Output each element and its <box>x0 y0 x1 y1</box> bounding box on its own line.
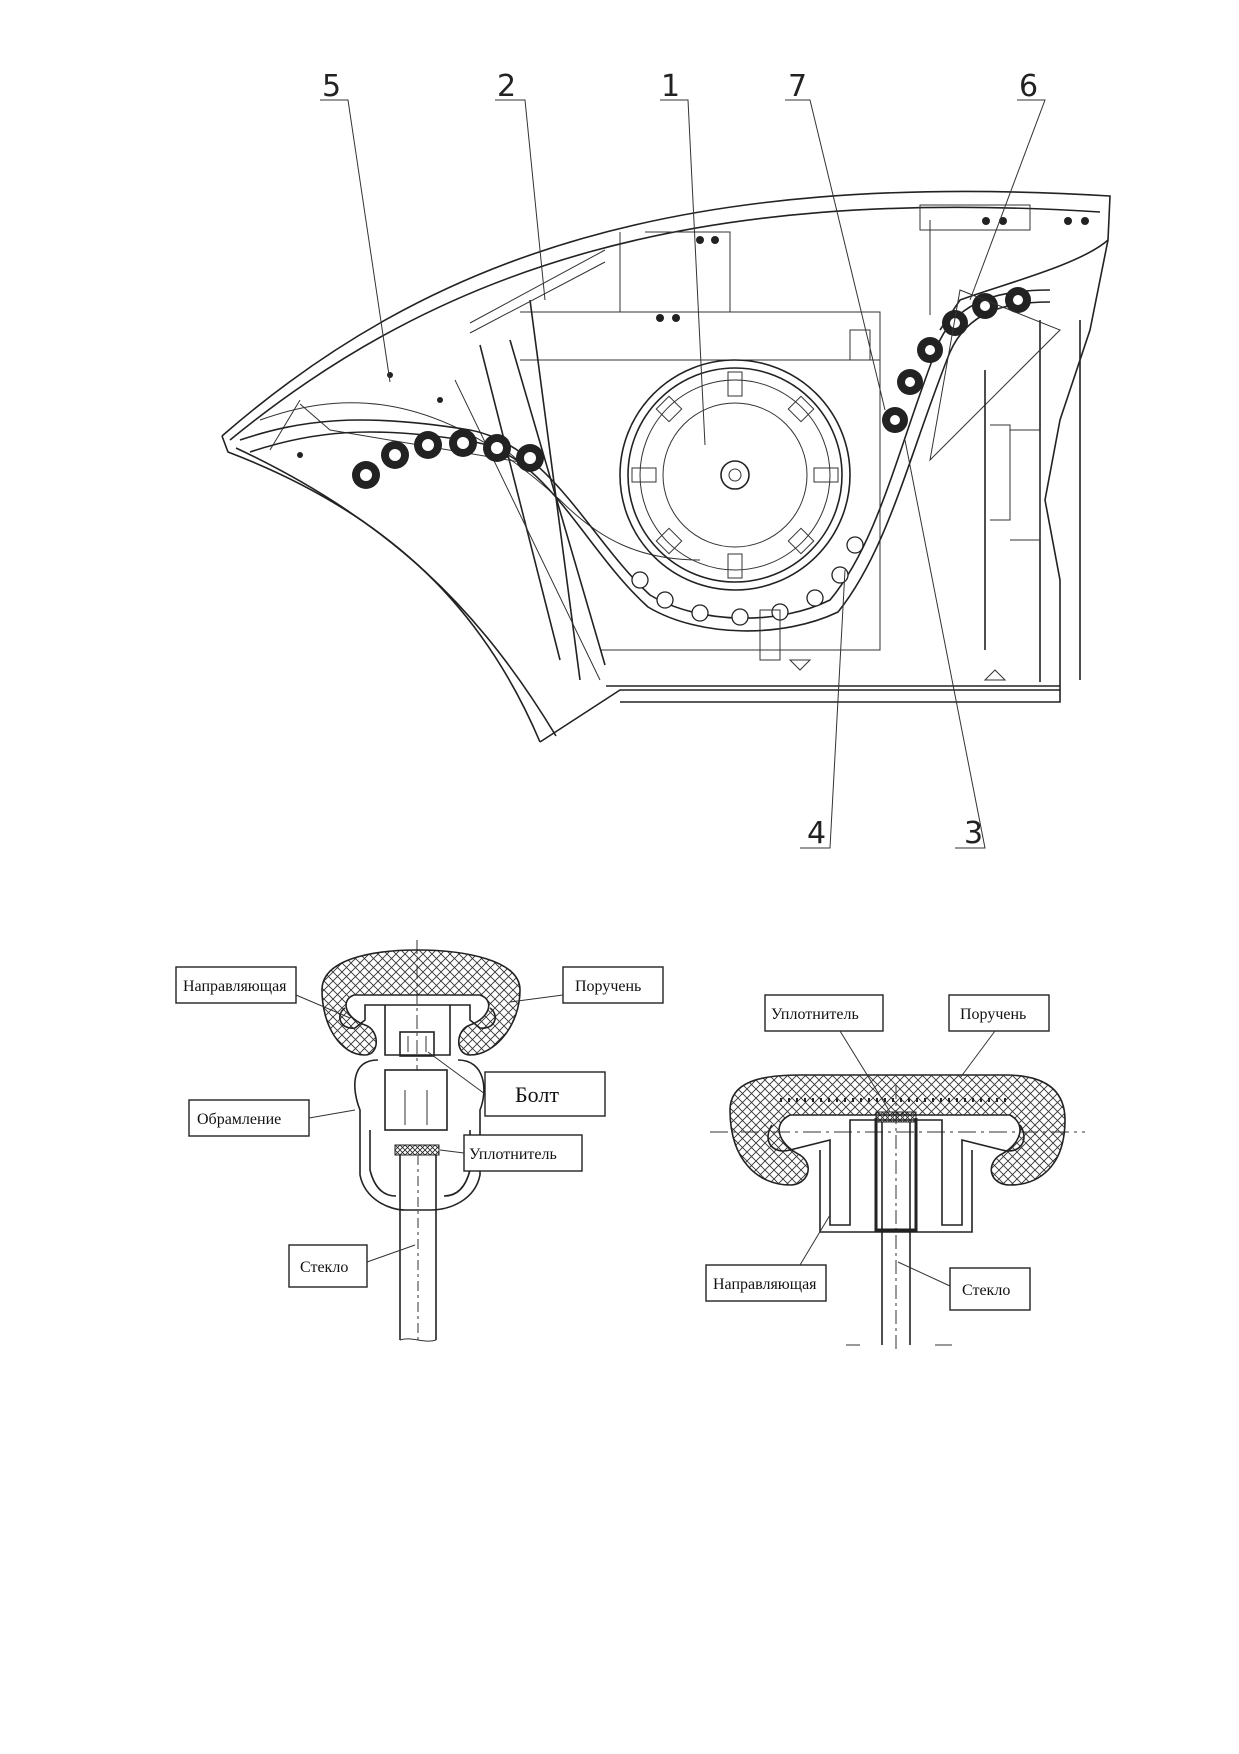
svg-text:3: 3 <box>964 816 983 851</box>
drive-wheel <box>619 359 851 591</box>
label-guide: Направляющая <box>175 966 351 1019</box>
svg-text:Стекло: Стекло <box>962 1282 1010 1299</box>
callout-6: 6 <box>969 69 1046 301</box>
label-seal: Уплотнитель <box>439 1134 583 1172</box>
callout-7: 7 <box>785 69 886 411</box>
label-frame: Обрамление <box>188 1099 356 1137</box>
svg-text:Поручень: Поручень <box>575 978 641 995</box>
svg-text:Направляющая: Направляющая <box>713 1276 817 1293</box>
label-seal-right: Уплотнитель <box>764 994 891 1113</box>
svg-text:Уплотнитель: Уплотнитель <box>771 1006 859 1023</box>
svg-text:Болт: Болт <box>515 1082 559 1107</box>
roller-group-left <box>352 429 544 489</box>
svg-text:Поручень: Поручень <box>960 1006 1026 1023</box>
callout-3: 3 <box>904 439 986 851</box>
label-guide-right: Направляющая <box>705 1214 831 1302</box>
drive-assembly-drawing: 5 2 1 7 6 4 3 <box>221 69 1111 851</box>
svg-text:6: 6 <box>1019 69 1038 104</box>
svg-text:4: 4 <box>807 816 826 851</box>
svg-text:Направляющая: Направляющая <box>183 978 287 995</box>
svg-text:Уплотнитель: Уплотнитель <box>469 1146 557 1163</box>
svg-text:Стекло: Стекло <box>300 1259 348 1276</box>
label-glass-right: Стекло <box>897 1261 1031 1311</box>
svg-text:5: 5 <box>322 69 341 104</box>
label-bolt: Болт <box>427 1051 606 1117</box>
label-handrail: Поручень <box>509 966 664 1004</box>
handrail-section-with-seal: Уплотнитель Поручень Направляющая Стекло <box>705 994 1085 1350</box>
label-handrail-right: Поручень <box>948 994 1050 1079</box>
callout-1: 1 <box>660 69 706 446</box>
roller-group-right <box>882 287 1031 433</box>
label-glass: Стекло <box>288 1244 416 1288</box>
svg-text:1: 1 <box>661 69 680 104</box>
callout-4: 4 <box>800 569 846 851</box>
pressure-chain <box>631 536 864 626</box>
callout-5: 5 <box>320 69 391 383</box>
svg-text:7: 7 <box>788 69 807 104</box>
svg-text:Обрамление: Обрамление <box>197 1111 281 1128</box>
handrail-section-with-frame: Направляющая Поручень Болт Обрамление Уп… <box>175 940 664 1342</box>
callout-2: 2 <box>495 69 546 301</box>
svg-text:2: 2 <box>497 69 516 104</box>
